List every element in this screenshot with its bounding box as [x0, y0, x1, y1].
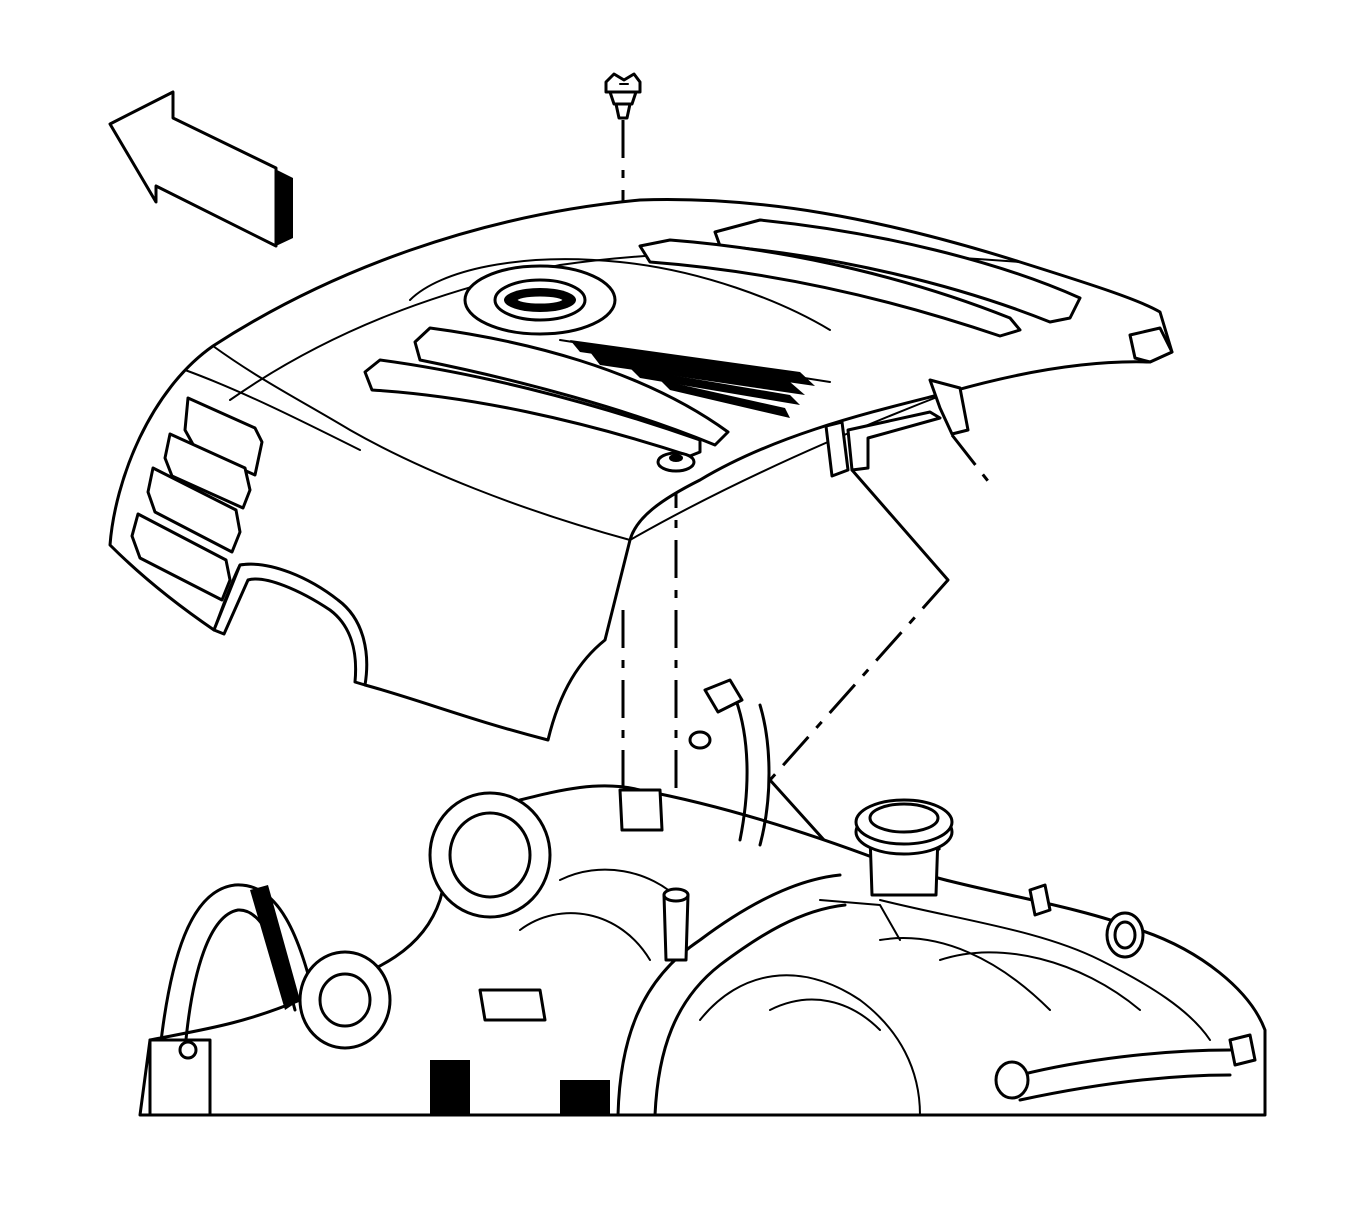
engine-assembly: [138, 678, 1267, 1117]
reservoir-cap: [854, 798, 954, 897]
cover-grille: [559, 339, 831, 418]
fastener-bolt: [604, 72, 642, 120]
engine-cover: [108, 198, 1174, 742]
direction-arrow-icon: [108, 90, 293, 248]
